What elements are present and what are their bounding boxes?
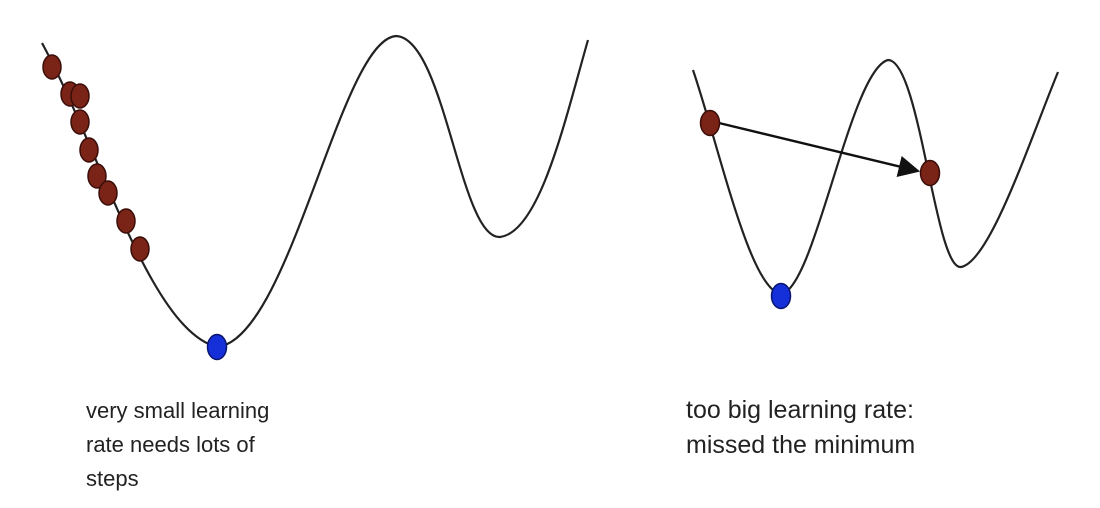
step-ball [42,54,62,80]
right-landing-ball [919,159,941,187]
left-step-balls [42,54,150,262]
right-caption: too big learning rate: missed the minimu… [686,393,915,463]
left-minimum-ball [206,333,228,361]
left-caption: very small learning rate needs lots of s… [86,394,269,496]
caption-line: steps [86,466,139,491]
step-ball [98,180,118,206]
step-ball [130,236,150,262]
caption-line: rate needs lots of [86,432,255,457]
left-loss-curve [41,34,590,349]
right-start-ball [699,109,721,137]
step-ball [79,137,99,163]
step-ball [87,163,107,189]
overshoot-arrow [718,121,921,177]
caption-line: too big learning rate: [686,396,914,424]
step-ball [70,83,90,109]
right-loss-curve [691,58,1060,296]
step-ball [70,109,90,135]
right-minimum-ball [770,282,792,310]
caption-line: missed the minimum [686,431,916,459]
caption-line: very small learning [86,398,270,423]
step-ball [116,208,136,234]
